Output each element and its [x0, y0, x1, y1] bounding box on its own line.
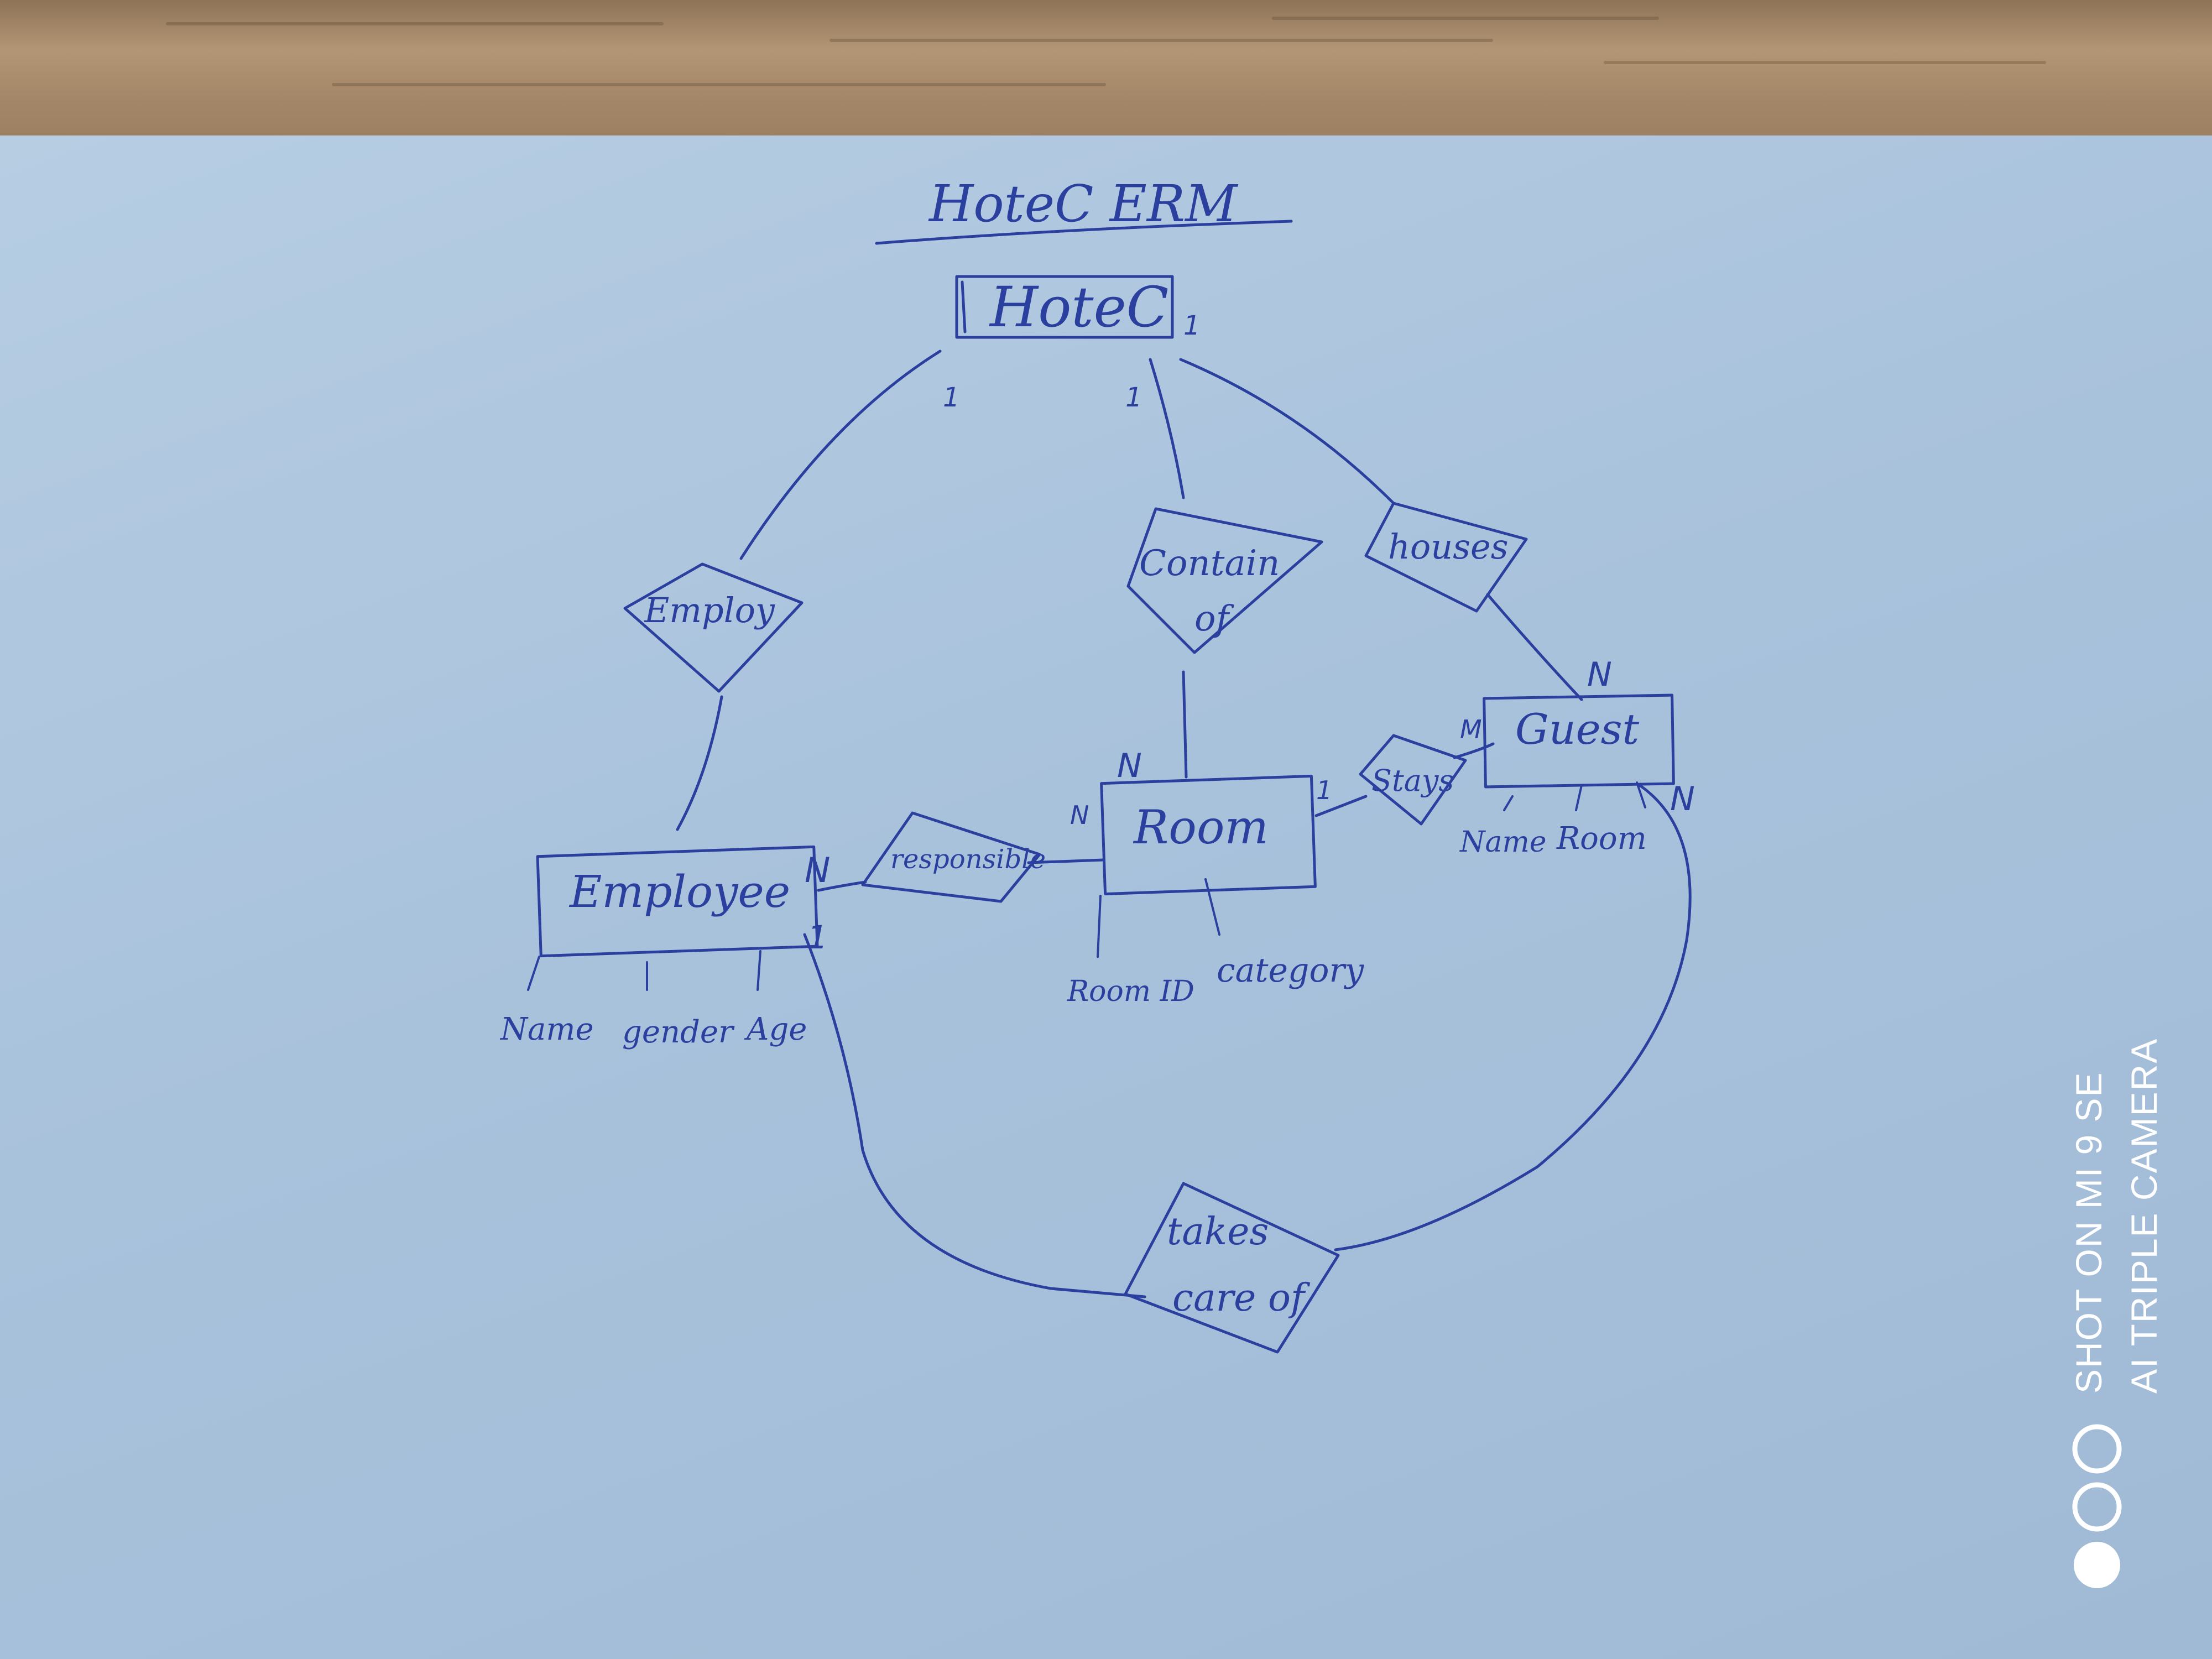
line-hotel-contain	[1149, 358, 1185, 499]
card-room-stays: 1	[1316, 775, 1332, 805]
card-guest-stays: M	[1460, 714, 1482, 744]
relationship-contain-label-2: of	[1194, 598, 1235, 639]
entity-employee-label: Employee	[568, 866, 790, 917]
card-room-responsible: N	[1070, 800, 1089, 830]
relationship-contain-label-1: Contain	[1139, 543, 1280, 584]
attr-room-id: Room ID	[1067, 975, 1194, 1008]
card-hotel-houses: 1	[1183, 310, 1201, 341]
line-hotel-houses	[1179, 358, 1395, 505]
entity-employee: Employee	[536, 845, 819, 958]
card-room-contain: N	[1117, 747, 1142, 785]
attr-employee-name: Name	[499, 1011, 594, 1047]
entity-hotel-label: HoteC	[989, 275, 1168, 340]
attribute-ticks	[527, 781, 1646, 991]
entity-guest: Guest	[1483, 693, 1675, 789]
relationship-houses: houses	[1364, 502, 1528, 613]
attr-employee-age: Age	[744, 1011, 807, 1047]
line-employee-responsible	[817, 880, 867, 892]
relationship-takes-care-of: takes care of	[1124, 1182, 1340, 1354]
relationship-employ: Employ	[623, 562, 804, 693]
diagram-title: HoteC ERM	[928, 174, 1239, 233]
relationship-stays-label: Stays	[1371, 763, 1454, 798]
paper-sheet	[0, 135, 2212, 1659]
card-guest-houses: N	[1587, 655, 1612, 694]
relationship-takes-label-1: takes	[1167, 1210, 1269, 1254]
line-hotel-employ	[739, 349, 942, 560]
entity-room: Room	[1100, 774, 1317, 896]
line-stays-guest	[1453, 742, 1495, 759]
line-houses-guest	[1486, 593, 1583, 701]
card-guest-takes: N	[1670, 780, 1695, 818]
entity-guest-label: Guest	[1515, 705, 1640, 754]
attr-room-category: category	[1217, 951, 1364, 990]
title-underline	[875, 220, 1293, 245]
relationship-responsible: responsible	[861, 811, 1046, 903]
line-employee-takes	[803, 933, 1146, 1298]
relationship-responsible-label: responsible	[890, 844, 1046, 875]
relationship-takes-label-2: care of	[1172, 1276, 1311, 1320]
card-employee-takes: 1	[807, 919, 828, 956]
line-guest-takes	[1334, 784, 1692, 1251]
relationship-employ-label: Employ	[644, 590, 775, 630]
card-employee-responsible: N	[805, 850, 830, 890]
line-responsible-room	[1027, 858, 1105, 864]
line-employ-employee	[676, 695, 723, 831]
relationship-houses-label: houses	[1388, 526, 1509, 567]
entity-room-label: Room	[1133, 800, 1269, 854]
entity-hotel: HoteC	[955, 275, 1174, 340]
line-contain-room	[1182, 670, 1188, 779]
card-hotel-contain: 1	[1125, 382, 1142, 413]
relationship-contain-of: Contain of	[1126, 507, 1323, 654]
attr-guest-name: Name	[1459, 826, 1547, 859]
attr-employee-gender: gender	[622, 1014, 735, 1050]
line-room-stays	[1314, 795, 1368, 817]
attr-guest-room: Room	[1556, 821, 1647, 857]
card-hotel-employ: 1	[943, 382, 960, 413]
wooden-table-background	[0, 0, 2212, 144]
relationship-stays: Stays	[1359, 734, 1467, 826]
